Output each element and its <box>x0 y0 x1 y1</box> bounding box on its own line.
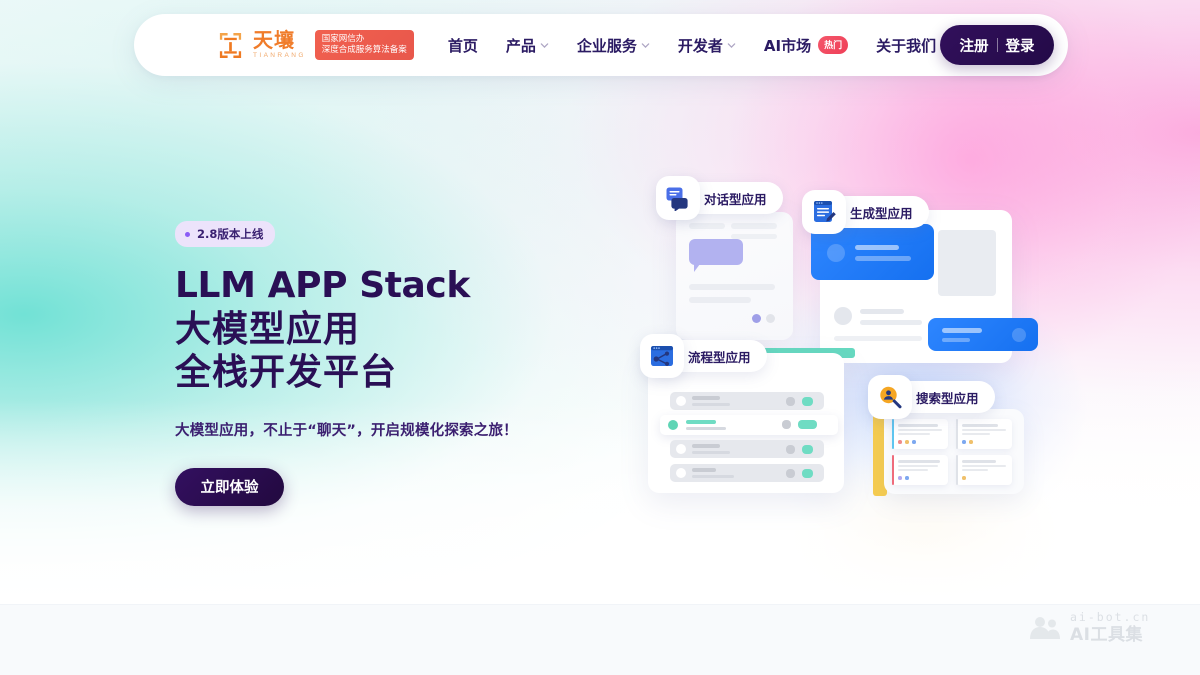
main-nav: 首页 产品 企业服务 开发者 AI市场 <box>448 35 949 56</box>
watermark-text: ai-bot.cn AI工具集 <box>1070 612 1150 644</box>
nav-item-ai-market[interactable]: AI市场 热门 <box>763 35 849 56</box>
illustration-card-label: 对话型应用 <box>704 191 767 207</box>
version-badge[interactable]: 2.8版本上线 <box>175 221 276 247</box>
try-now-button[interactable]: 立即体验 <box>175 467 284 506</box>
nav-item-enterprise-services[interactable]: 企业服务 <box>577 35 650 56</box>
brand-name-cn: 天壤 <box>253 28 295 53</box>
conversational-app-card <box>676 212 793 340</box>
nav-label: 企业服务 <box>576 36 637 55</box>
workflow-row <box>670 440 824 458</box>
gov-filing-badge: 国家网信办 深度合成服务算法备案 <box>314 29 414 61</box>
chevron-down-icon <box>540 42 549 48</box>
page-title: LLM APP Stack 大模型应用 全栈开发平台 <box>175 264 595 395</box>
search-result-item <box>892 419 948 449</box>
search-result-item <box>956 419 1012 449</box>
search-app-card <box>884 409 1024 494</box>
search-result-item <box>892 455 948 485</box>
document-edit-icon <box>802 190 846 234</box>
register-label: 注册 <box>959 38 989 55</box>
generative-app-card <box>811 210 1038 363</box>
nav-label: 首页 <box>447 36 478 55</box>
workflow-row <box>670 464 824 482</box>
workflow-app-pill[interactable]: 流程型应用 <box>640 334 767 378</box>
nav-item-home[interactable]: 首页 <box>448 35 478 56</box>
hero-illustration: 对话型应用 <box>640 170 1060 520</box>
brand-wordmark: 天壤 TIANRANG <box>253 30 306 60</box>
auth-divider <box>996 38 998 52</box>
dot-icon <box>185 231 190 237</box>
chevron-down-icon <box>727 42 736 48</box>
generative-app-pill[interactable]: 生成型应用 <box>802 190 929 234</box>
page-bottom-strip <box>0 604 1200 675</box>
headline-line-2: 大模型应用 <box>175 308 361 350</box>
nav-item-developers[interactable]: 开发者 <box>678 35 736 56</box>
gov-filing-line2: 深度合成服务算法备案 <box>321 45 407 55</box>
illustration-card-label: 搜索型应用 <box>916 390 979 406</box>
nav-label: 产品 <box>505 36 536 55</box>
search-accent-bar <box>873 408 887 496</box>
nav-label: 开发者 <box>677 36 723 55</box>
register-login-button[interactable]: 注册 登录 <box>940 25 1054 65</box>
search-result-item <box>956 455 1012 485</box>
login-label: 登录 <box>1005 38 1035 55</box>
chat-bubble-icon <box>656 176 700 220</box>
generative-action-block <box>928 318 1038 351</box>
chevron-down-icon <box>641 42 650 48</box>
nav-item-products[interactable]: 产品 <box>506 35 549 56</box>
watermark-domain: ai-bot.cn <box>1070 610 1151 625</box>
headline-line-3: 全栈开发平台 <box>175 352 398 394</box>
chat-bubble-shape <box>689 239 743 272</box>
hot-badge: 热门 <box>818 36 849 54</box>
watermark-name: AI工具集 <box>1070 624 1143 645</box>
workflow-app-card <box>648 353 844 493</box>
tianrang-logo-icon <box>219 32 242 58</box>
hero-subtitle: 大模型应用，不止于“聊天”，开启规模化探索之旅！ <box>175 422 518 439</box>
workflow-share-icon <box>640 334 684 378</box>
site-header: 天壤 TIANRANG 国家网信办 深度合成服务算法备案 首页 产品 企业服务 <box>134 14 1068 76</box>
version-badge-label: 2.8版本上线 <box>197 227 264 241</box>
nav-label: AI市场 <box>763 36 812 55</box>
conversational-app-pill[interactable]: 对话型应用 <box>656 176 783 220</box>
nav-label: 关于我们 <box>876 36 937 55</box>
headline-line-1: LLM APP Stack <box>175 265 470 306</box>
workflow-row-active <box>660 415 838 435</box>
brand-name-en: TIANRANG <box>253 52 306 60</box>
search-app-pill[interactable]: 搜索型应用 <box>868 375 995 419</box>
ai-bot-logo-icon <box>1030 617 1060 639</box>
illustration-card-label: 流程型应用 <box>688 349 751 365</box>
user-search-icon <box>868 375 912 419</box>
hero-content: 2.8版本上线 LLM APP Stack 大模型应用 全栈开发平台 大模型应用… <box>175 221 595 506</box>
illustration-card-label: 生成型应用 <box>850 205 913 221</box>
brand-logo[interactable]: 天壤 TIANRANG <box>217 30 306 60</box>
gov-filing-line1: 国家网信办 <box>321 33 365 44</box>
watermark: ai-bot.cn AI工具集 <box>1028 605 1188 651</box>
nav-item-about-us[interactable]: 关于我们 <box>876 35 949 56</box>
workflow-row <box>670 392 824 410</box>
